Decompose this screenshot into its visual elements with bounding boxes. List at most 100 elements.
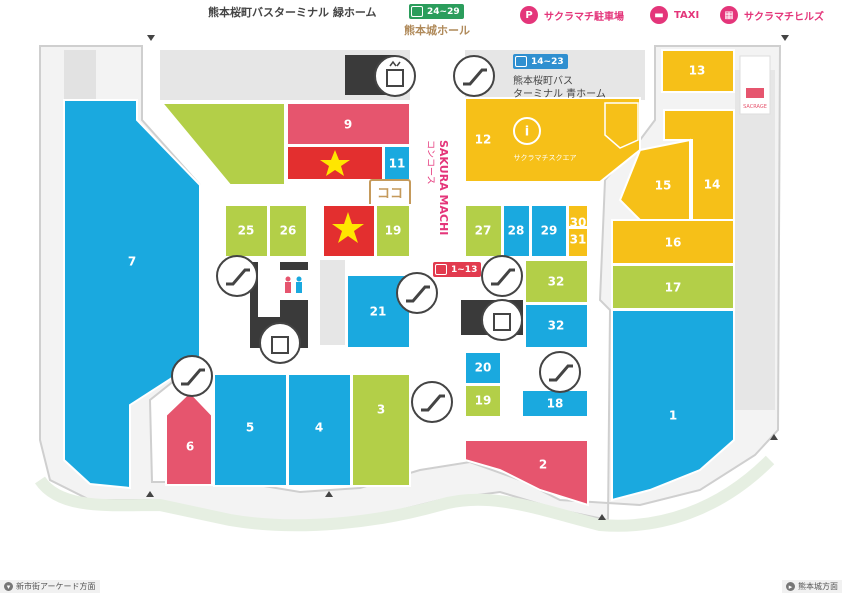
gray-area <box>320 260 345 345</box>
bus-icon <box>435 264 447 275</box>
shop-number: 4 <box>315 421 323 435</box>
men-restroom-icon <box>296 276 302 282</box>
shop-number: 14 <box>704 178 721 192</box>
sacrage-icon <box>746 88 764 98</box>
shop-number: 9 <box>344 118 352 132</box>
shop-number: 21 <box>370 305 387 319</box>
shop-22[interactable] <box>224 204 269 258</box>
gray-area <box>64 50 96 100</box>
shop-number: 16 <box>665 236 682 250</box>
elevator-icon[interactable] <box>374 55 416 97</box>
shop-6[interactable] <box>165 390 213 486</box>
entrance-arrow <box>146 491 154 497</box>
red-bus-badge[interactable]: 1~13 <box>433 262 482 277</box>
info-icon-circle <box>513 117 541 145</box>
blue-home-line2: ターミナル 青ホーム <box>513 89 606 100</box>
shop-3[interactable] <box>351 373 411 487</box>
shop-number: 6 <box>186 440 194 454</box>
shop-13[interactable] <box>661 49 735 93</box>
escalator-icon[interactable] <box>216 255 258 297</box>
shop-green-area[interactable] <box>159 102 286 186</box>
shop-number: 11 <box>389 157 406 171</box>
shop-number: 27 <box>475 224 492 238</box>
shop-number: 17 <box>665 281 682 295</box>
shop-11[interactable] <box>383 145 411 181</box>
escalator-icon[interactable] <box>411 381 453 423</box>
men-restroom-icon <box>296 282 302 293</box>
direction-right[interactable]: ▸ 熊本城方面 <box>782 580 842 593</box>
green-bus-badge[interactable]: 24~29 <box>409 4 464 19</box>
shop-number: 28 <box>508 224 525 238</box>
escalator-icon[interactable] <box>171 355 213 397</box>
shop-19[interactable] <box>464 384 502 418</box>
shop-number: 25 <box>238 224 255 238</box>
shop-4[interactable] <box>287 373 352 487</box>
outer-walkway <box>35 455 775 532</box>
shop-16[interactable] <box>611 219 735 265</box>
legend-taxi[interactable]: ▬ TAXI <box>650 6 699 24</box>
castle-hall-label: 熊本城ホール <box>404 24 470 37</box>
shop-1[interactable] <box>611 309 735 502</box>
blue-bus-badge[interactable]: 14~23 <box>513 54 568 69</box>
shop-number: 1 <box>669 409 677 423</box>
shop-30[interactable] <box>567 227 589 258</box>
taxi-label: TAXI <box>674 9 700 21</box>
shop-number: 3 <box>377 403 385 417</box>
direction-left-label: 新市街アーケード方面 <box>16 582 96 591</box>
shop-number: 32 <box>548 319 565 333</box>
shop-number: 13 <box>689 64 706 78</box>
shop-7[interactable] <box>63 99 201 490</box>
entrance-arrow <box>598 514 606 520</box>
star-icon <box>332 212 364 243</box>
elevator-icon[interactable] <box>259 322 301 364</box>
shop-number: 26 <box>280 224 297 238</box>
blue-bus-range: 14~23 <box>531 56 564 67</box>
shop-number: 2 <box>539 458 547 472</box>
shop-12-right <box>604 102 639 149</box>
parking-icon: P <box>520 6 538 24</box>
entrance-arrow <box>325 491 333 497</box>
shop-23[interactable] <box>268 204 308 258</box>
sacrage-label: SACRAGE <box>743 104 767 110</box>
women-restroom-icon <box>285 282 291 293</box>
legend-parking[interactable]: P サクラマチ駐車場 <box>520 6 624 24</box>
restroom-icons <box>258 262 280 317</box>
blue-home-line1: 熊本桜町バス <box>513 76 573 87</box>
here-label: ココ <box>377 187 403 202</box>
elevator-icon[interactable] <box>481 299 523 341</box>
shop-26[interactable] <box>464 204 503 258</box>
building-icon: ▦ <box>720 6 738 24</box>
green-terminal-title: 熊本桜町バスターミナル 緑ホーム <box>208 6 377 19</box>
shop-number: 12 <box>475 133 492 147</box>
gray-area <box>735 70 775 410</box>
shop-number: 20 <box>475 361 492 375</box>
escalator-icon[interactable] <box>539 351 581 393</box>
info-icon: i <box>525 125 529 140</box>
shop-number: 19 <box>385 224 402 238</box>
shop-9[interactable] <box>286 102 411 146</box>
arrow-down-icon: ▾ <box>4 582 13 591</box>
direction-left[interactable]: ▾ 新市街アーケード方面 <box>0 580 100 593</box>
sacrage-sign <box>739 55 771 115</box>
shop-2[interactable] <box>464 439 589 507</box>
shop-32[interactable] <box>524 303 589 349</box>
direction-right-label: 熊本城方面 <box>798 582 838 591</box>
shop-5[interactable] <box>213 373 288 487</box>
bus-icon <box>411 6 423 17</box>
concourse-name: SAKURA MACHI <box>437 140 450 235</box>
escalator-icon[interactable] <box>481 255 523 297</box>
escalator-icon[interactable] <box>396 272 438 314</box>
escalator-icon[interactable] <box>453 55 495 97</box>
entrance-arrow <box>770 434 778 440</box>
green-bus-range: 24~29 <box>427 6 460 17</box>
parking-label: サクラマチ駐車場 <box>544 11 624 23</box>
hills-label: サクラマチヒルズ <box>744 11 824 23</box>
shop-12[interactable] <box>464 97 641 183</box>
arrow-right-icon: ▸ <box>786 582 795 591</box>
shop-number: 31 <box>570 233 587 247</box>
legend-hills[interactable]: ▦ サクラマチヒルズ <box>720 6 824 24</box>
shop-25[interactable] <box>375 204 411 258</box>
bus-icon <box>515 56 527 67</box>
shop-number: 18 <box>547 397 564 411</box>
